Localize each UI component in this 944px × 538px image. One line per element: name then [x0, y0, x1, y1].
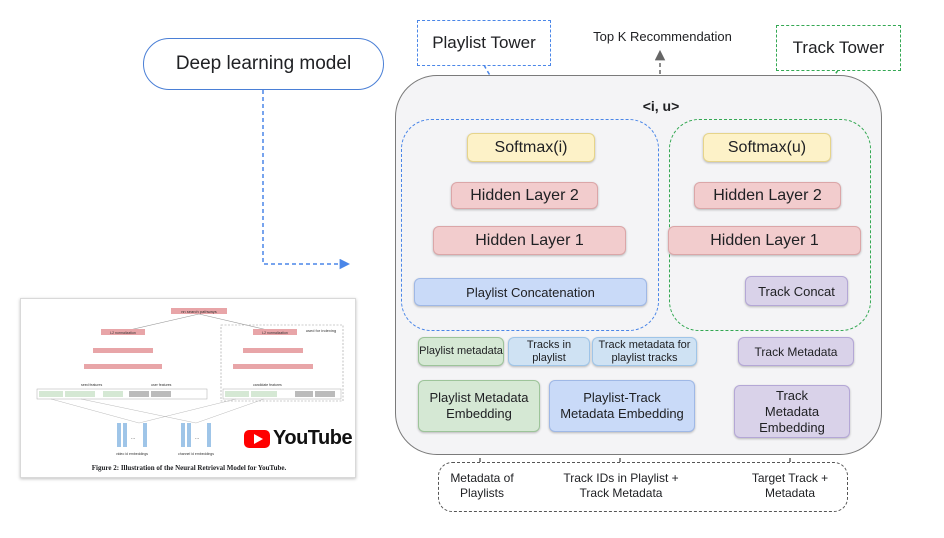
playlist-softmax-box: Softmax(i) — [467, 133, 595, 162]
mini-feature-row-right — [222, 388, 342, 400]
youtube-model-thumbnail: nn search pathways used for indexing L2 … — [20, 298, 356, 478]
mini-l2-right — [253, 329, 297, 335]
mini-feat-6 — [225, 391, 249, 397]
playlist-hidden-layer-2-box: Hidden Layer 2 — [451, 182, 598, 209]
mini-label-video-emb: video id embeddings — [116, 452, 148, 456]
mini-feat-3 — [103, 391, 123, 397]
youtube-model-mini-diagram: nn search pathways used for indexing L2 … — [36, 308, 344, 456]
track-softmax-box: Softmax(u) — [703, 133, 831, 162]
mini-emb-2 — [123, 423, 127, 447]
svg-text:...: ... — [131, 435, 135, 441]
playlist-metadata-feature: Playlist metadata — [418, 337, 504, 366]
mini-relu-right-1 — [243, 348, 303, 353]
mini-label-l2-right: L2 normalization — [262, 331, 288, 335]
track-hidden-layer-1-box: Hidden Layer 1 — [668, 226, 861, 255]
mini-relu-left-1 — [93, 348, 153, 353]
mini-feat-9 — [315, 391, 335, 397]
mini-label-l2-left: L2 normalization — [110, 331, 136, 335]
mini-emb-4 — [181, 423, 185, 447]
model-link-arrow — [262, 90, 351, 270]
playlist-metadata-embedding: Playlist Metadata Embedding — [418, 380, 540, 432]
mini-emb-6 — [207, 423, 211, 447]
track-metadata-for-playlist-feature: Track metadata for playlist tracks — [592, 337, 697, 366]
track-concat-box: Track Concat — [745, 276, 848, 306]
mini-feat-1 — [39, 391, 63, 397]
inputs-container — [438, 462, 848, 512]
playlist-concatenation-box: Playlist Concatenation — [414, 278, 647, 306]
output-pair-label: <i, u> — [642, 98, 680, 114]
playlist-tower-region — [401, 119, 659, 331]
mini-relu-right-2 — [233, 364, 313, 369]
top-k-recommendation-label: Top K Recommendation — [593, 28, 732, 44]
mini-emb-3 — [143, 423, 147, 447]
playlist-track-metadata-embedding: Playlist-Track Metadata Embedding — [549, 380, 695, 432]
mini-label-seed: seed features — [81, 383, 102, 387]
thumbnail-caption: Figure 2: Illustration of the Neural Ret… — [91, 464, 287, 472]
input-track-ids: Track IDs in Playlist + Track Metadata — [563, 471, 679, 500]
mini-feature-row-left — [36, 388, 208, 400]
playlist-tower-title: Playlist Tower — [417, 20, 551, 66]
mini-label-top: nn search pathways — [181, 309, 217, 314]
mini-feat-7 — [251, 391, 277, 397]
mini-emb-1 — [117, 423, 121, 447]
mini-node-top — [171, 308, 227, 314]
mini-label-user: user features — [151, 383, 172, 387]
mini-l2-left — [101, 329, 145, 335]
mini-indexing-box — [220, 324, 344, 402]
youtube-play-triangle-icon — [254, 434, 263, 444]
playlist-hidden-layer-1-box: Hidden Layer 1 — [433, 226, 626, 255]
track-metadata-feature: Track Metadata — [738, 337, 854, 366]
mini-feat-2 — [65, 391, 95, 397]
mini-relu-left-2 — [84, 364, 162, 369]
input-target-track: Target Track + Metadata — [751, 471, 829, 500]
track-tower-region — [669, 119, 871, 331]
mini-label-channel-emb: channel id embeddings — [178, 452, 214, 456]
mini-emb-5 — [187, 423, 191, 447]
track-hidden-layer-2-box: Hidden Layer 2 — [694, 182, 841, 209]
mini-feat-5 — [151, 391, 171, 397]
svg-text:...: ... — [195, 435, 199, 441]
track-tower-title: Track Tower — [776, 25, 901, 71]
track-metadata-embedding: Track Metadata Embedding — [734, 385, 850, 438]
deep-learning-model-label: Deep learning model — [143, 38, 384, 90]
youtube-brand-text: YouTube — [273, 427, 353, 449]
tracks-in-playlist-feature: Tracks in playlist — [508, 337, 590, 366]
mini-label-candidate: candidate features — [253, 383, 282, 387]
mini-label-indexing: used for indexing — [306, 328, 336, 333]
input-playlist-metadata: Metadata of Playlists — [450, 471, 514, 500]
mini-feat-8 — [295, 391, 313, 397]
mini-feat-4 — [129, 391, 149, 397]
